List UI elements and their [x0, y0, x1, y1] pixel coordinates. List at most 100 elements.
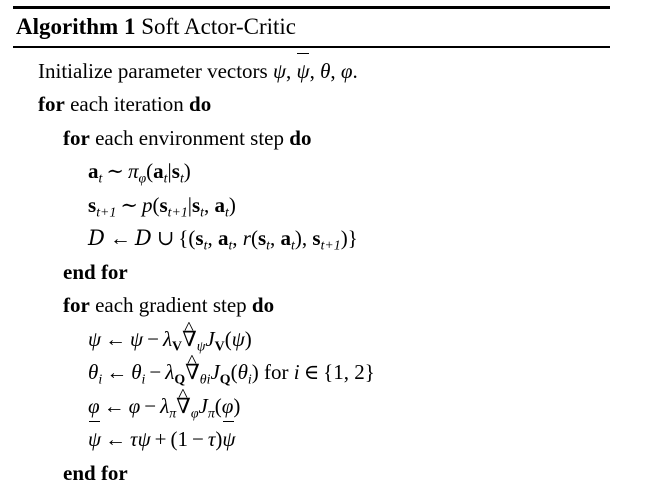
- subscript-psi: ψ: [196, 338, 206, 354]
- comma: ,: [207, 226, 218, 251]
- algorithm-line-for-environment-step: for each environment step do: [60, 122, 610, 156]
- paren-close: ): [215, 427, 223, 452]
- paren-open: (: [188, 226, 196, 251]
- algorithm-line-update-phi: φ←φ−λπ∇φJπ(φ): [85, 390, 610, 424]
- subscript-t: t: [225, 204, 229, 220]
- keyword-for: for: [38, 92, 65, 117]
- symbol-phi: φ: [128, 393, 141, 418]
- operator-assign: ←: [105, 427, 127, 452]
- subscript-i: i: [141, 371, 146, 387]
- subscript-Q: Q: [219, 371, 231, 387]
- comma: ,: [232, 226, 243, 251]
- vector-s: s: [191, 192, 201, 217]
- algorithm-line-initialize: Initialize parameter vectors ψ, ψ, θ, φ.: [35, 52, 610, 89]
- operator-minus: −: [149, 360, 162, 385]
- algorithm-line-update-replay-buffer: D←D∪{(st, at, r(st, at), st+1)}: [85, 222, 610, 256]
- symbol-psi: ψ: [88, 326, 102, 351]
- objective-J: J: [210, 360, 220, 385]
- subscript-t: t: [203, 237, 208, 253]
- keyword-do: do: [251, 293, 275, 318]
- vector-s: s: [257, 226, 267, 251]
- subscript-t-plus-1: t+1: [320, 237, 341, 253]
- operator-minus: −: [147, 326, 159, 351]
- algorithm-top-rule: [13, 6, 610, 9]
- operator-union: ∪: [156, 226, 175, 251]
- algorithm-line-update-theta: θi←θi−λQ∇θiJQ(θi) for i∈{1, 2}: [85, 356, 610, 390]
- symbol-theta: θ: [131, 360, 142, 385]
- paren-close: ): [294, 226, 302, 251]
- algorithm-title-label: Algorithm: [16, 14, 119, 39]
- paren-close: ): [340, 226, 348, 251]
- symbol-phi: φ: [88, 393, 100, 418]
- subscript-V: V: [172, 338, 183, 354]
- operator-minus: −: [191, 427, 204, 452]
- subscript-V: V: [214, 338, 225, 354]
- paren-close: ): [244, 326, 252, 351]
- vector-a: a: [217, 226, 229, 251]
- symbol-psi: ψ: [130, 326, 144, 351]
- keyword-for: for: [100, 460, 128, 485]
- subscript-t: t: [179, 170, 184, 186]
- operator-in: ∈: [303, 360, 320, 385]
- operator-assign: ←: [103, 393, 125, 418]
- comma: ,: [286, 58, 292, 83]
- subscript-t: t: [163, 170, 168, 186]
- comma: ,: [330, 58, 336, 83]
- subscript-theta-i: θi: [199, 371, 211, 387]
- objective-J: J: [198, 393, 208, 418]
- symbol-psi-bar: ψ: [297, 52, 310, 89]
- algorithm-body: Initialize parameter vectors ψ, ψ, θ, φ.…: [13, 48, 610, 496]
- reward-r: r: [242, 226, 251, 251]
- paren-open: (: [152, 192, 160, 217]
- symbol-lambda: λ: [160, 393, 170, 418]
- symbol-psi: ψ: [231, 326, 245, 351]
- symbol-psi: ψ: [137, 427, 151, 452]
- algorithm-float: Algorithm 1 Soft Actor-Critic Initialize…: [13, 6, 610, 496]
- keyword-do: do: [289, 125, 312, 150]
- for-environment-step-text: each environment step: [95, 125, 285, 150]
- symbol-tau: τ: [130, 427, 138, 452]
- keyword-end: end: [63, 259, 96, 284]
- keyword-end: end: [63, 460, 96, 485]
- subscript-t: t: [98, 170, 103, 186]
- operator-assign: ←: [109, 226, 131, 251]
- brace-open: {: [178, 226, 189, 251]
- period: .: [352, 58, 358, 83]
- symbol-psi-bar: ψ: [222, 421, 235, 457]
- conditional-bar: |: [167, 159, 172, 184]
- subscript-i: i: [98, 371, 103, 387]
- conditional-bar: |: [187, 192, 192, 217]
- algorithm-line-end-for-iteration: end for: [35, 490, 610, 496]
- symbol-lambda: λ: [165, 360, 175, 385]
- algorithm-line-end-for-environment-step: end for: [60, 256, 610, 290]
- vector-s: s: [171, 159, 180, 184]
- operator-plus: +: [154, 427, 167, 452]
- vector-s: s: [159, 192, 168, 217]
- operator-assign: ←: [105, 326, 127, 351]
- operator-sim: ∼: [120, 192, 138, 217]
- subscript-pi: π: [169, 405, 177, 421]
- nabla-hat-icon: ∇: [185, 356, 200, 390]
- calligraphic-D: D: [134, 226, 152, 251]
- keyword-for: for: [63, 293, 90, 318]
- number-one: 1: [177, 427, 188, 452]
- subscript-phi: φ: [190, 405, 199, 421]
- nabla-hat-icon: ∇: [176, 390, 191, 424]
- set-one-two: {1, 2}: [323, 360, 375, 385]
- paren-open: (: [170, 427, 178, 452]
- paren-close: ): [228, 192, 236, 217]
- subscript-t: t: [228, 237, 233, 253]
- objective-J: J: [205, 326, 215, 351]
- comma: ,: [270, 226, 281, 251]
- calligraphic-D: D: [88, 226, 105, 251]
- paren-open: (: [250, 226, 258, 251]
- subscript-t: t: [291, 237, 295, 253]
- vector-a: a: [88, 159, 99, 184]
- symbol-psi-bar: ψ: [88, 421, 101, 457]
- paren-close: ): [233, 393, 241, 418]
- algorithm-title: Algorithm 1 Soft Actor-Critic: [13, 9, 610, 46]
- comma: ,: [309, 58, 315, 83]
- algorithm-line-update-psi-bar: ψ←τψ+(1−τ)ψ: [85, 421, 610, 457]
- subscript-t-plus-1: t+1: [96, 204, 117, 220]
- brace-close: }: [347, 226, 358, 251]
